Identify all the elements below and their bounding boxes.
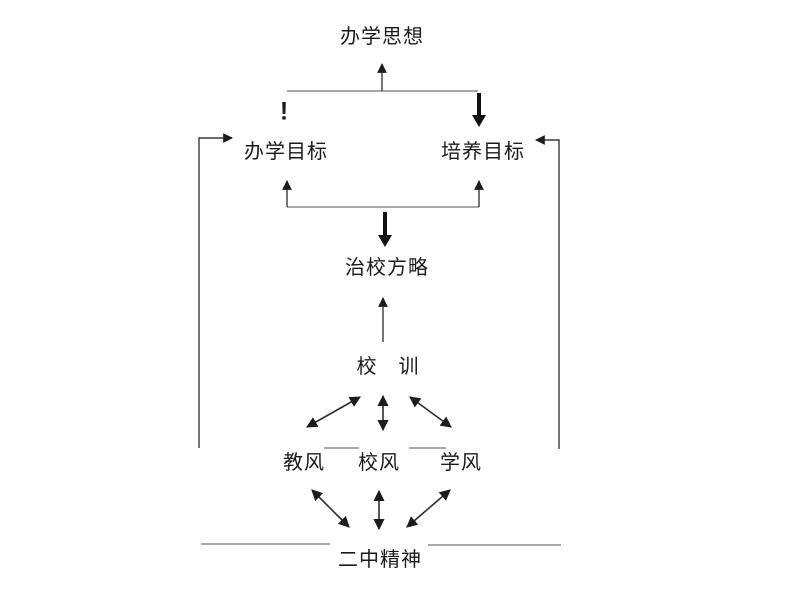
arrow-double-learning-style-spirit [406, 489, 451, 528]
exclamation-mark: ! [279, 97, 289, 126]
arrow-right-feedback-to-cultivation-goal [535, 135, 560, 449]
arrow-thick-down-to-governance-strategy-head [378, 235, 392, 247]
node-learning-style: 学风 [438, 452, 484, 474]
arrow-double-motto-learning-style [409, 396, 452, 428]
node-teaching-style: 教风 [281, 452, 327, 474]
arrow-double-motto-teaching-style [306, 396, 361, 428]
arrow-thick-down-to-cultivation-goal-head [472, 115, 486, 127]
arrow-double-teaching-style-spirit [311, 489, 350, 528]
node-governance-strategy: 治校方略 [343, 257, 431, 279]
arrow-left-feedback-to-school-goal [198, 133, 233, 448]
node-school-spirit: 二中精神 [336, 549, 424, 571]
node-cultivation-goal: 培养目标 [439, 141, 527, 163]
node-school-philosophy: 办学思想 [338, 26, 426, 48]
node-school-style: 校风 [356, 452, 402, 474]
node-school-goal: 办学目标 [242, 141, 330, 163]
node-school-motto: 校 训 [354, 356, 422, 378]
